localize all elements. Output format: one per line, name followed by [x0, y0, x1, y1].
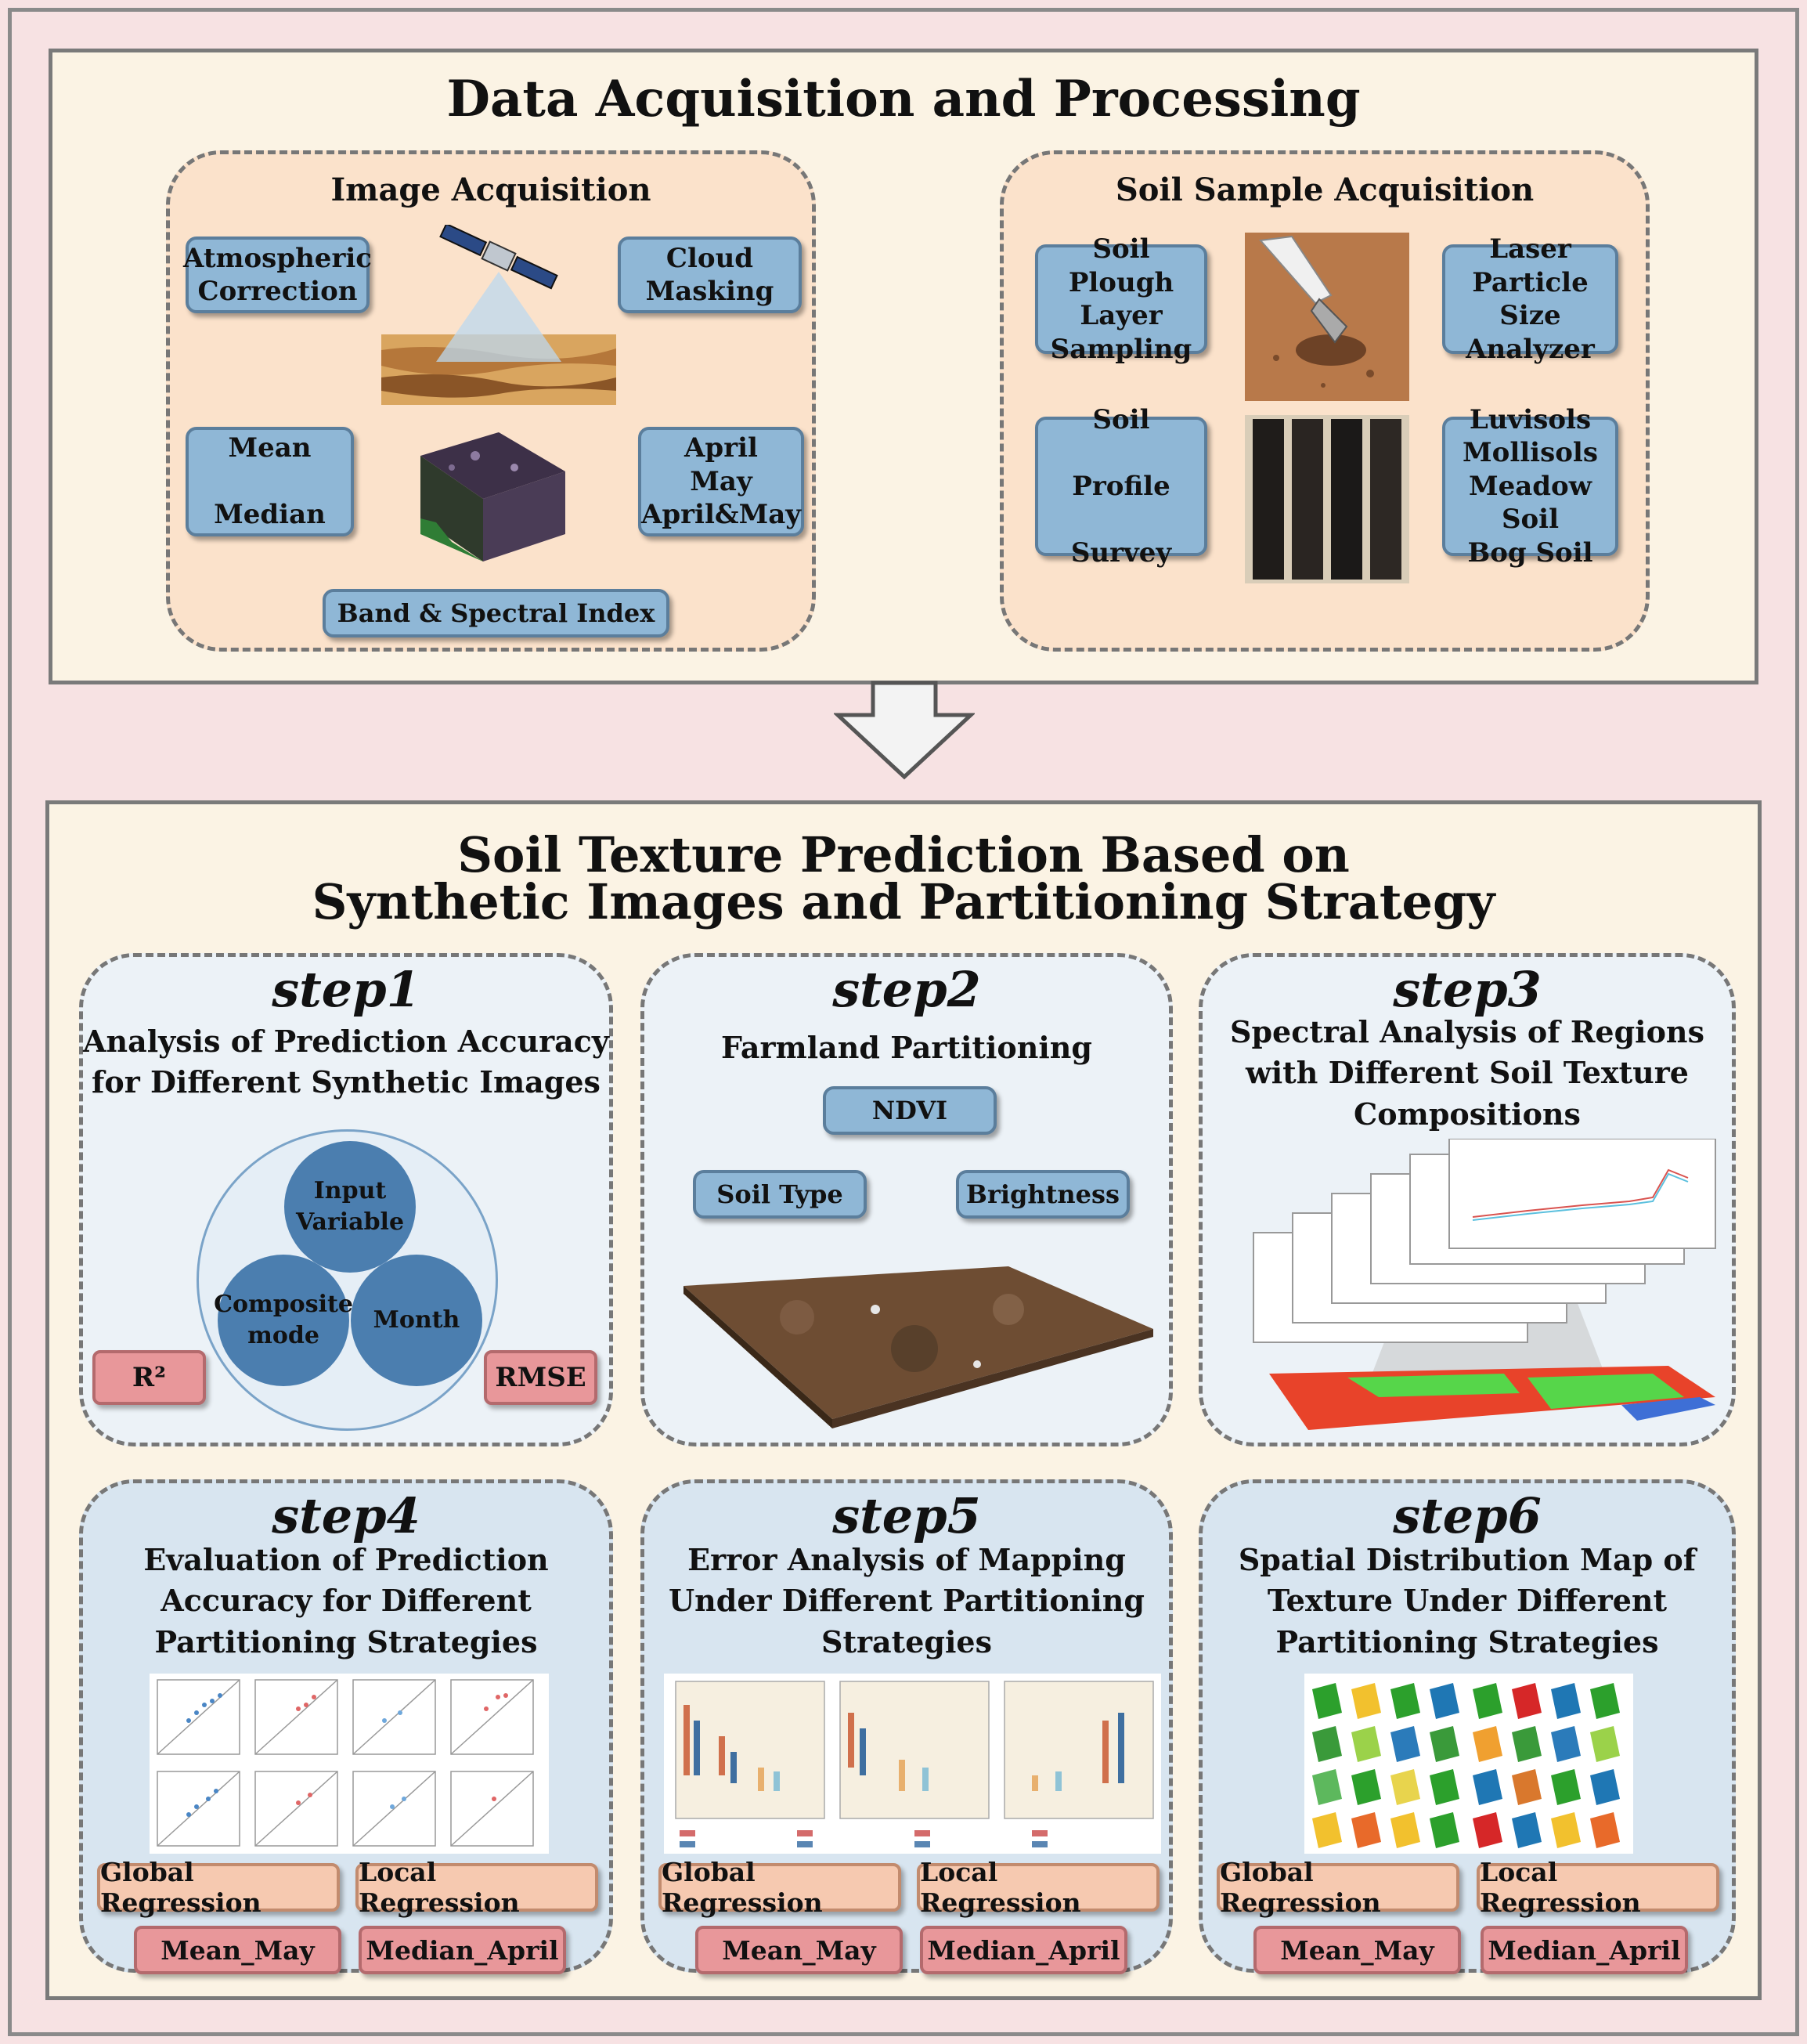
step5-local-regression-box: Local Regression [917, 1857, 1160, 1918]
step6-group: step6 Spatial Distribution Map of Textur… [1199, 1479, 1736, 1974]
image-acquisition-group: Image Acquisition Atmospheric Correction… [166, 150, 816, 652]
soil-sample-acquisition-title: Soil Sample Acquisition [1115, 172, 1535, 208]
satellite-illustration [381, 225, 616, 405]
step2-title: Farmland Partitioning [720, 1030, 1093, 1065]
soil-sampling-illustration [1245, 233, 1409, 401]
scatter-plots-grid [150, 1674, 549, 1854]
soil-sample-acquisition-group: Soil Sample Acquisition Soil Plough Laye… [1000, 150, 1650, 652]
step2-label: step2 [832, 961, 981, 1018]
prediction-title-line2: Synthetic Images and Partitioning Strate… [312, 873, 1495, 930]
step6-mean-may-box: Mean_May [1253, 1926, 1461, 1974]
terrain-cube-illustration [420, 432, 565, 562]
step6-local-regression-box: Local Regression [1477, 1857, 1719, 1918]
step3-label: step3 [1393, 961, 1542, 1018]
ndvi-box: NDVI [823, 1086, 997, 1135]
soil-plough-box: Soil Plough Layer Sampling [1035, 233, 1207, 365]
step3-group: step3 Spectral Analysis of Regions with … [1199, 953, 1736, 1446]
soil-type-box: Soil Type [693, 1170, 867, 1219]
soil-profile-box: Soil Profile Survey [1035, 404, 1207, 569]
laser-analyzer-box: Laser Particle Size Analyzer [1442, 233, 1618, 365]
outer-border [8, 8, 1799, 2036]
step1-group: step1 Analysis of Prediction Accuracy fo… [79, 953, 613, 1446]
step4-mean-may-box: Mean_May [134, 1926, 341, 1974]
rmse-box: RMSE [484, 1350, 597, 1405]
prediction-panel: Soil Texture Prediction Based on Synthet… [45, 800, 1762, 2000]
step5-global-regression-box: Global Regression [658, 1857, 901, 1918]
step1-label: step1 [272, 961, 420, 1018]
band-spectral-index-box: Band & Spectral Index [323, 589, 669, 637]
soil-types-box: Luvisols Mollisols Meadow Soil Bog Soil [1442, 404, 1618, 569]
step6-global-regression-box: Global Regression [1217, 1857, 1459, 1918]
step4-global-regression-box: Global Regression [97, 1857, 340, 1918]
farmland-3d-map [683, 1266, 1153, 1428]
step4-local-regression-box: Local Regression [355, 1857, 598, 1918]
texture-maps-grid [1304, 1674, 1633, 1854]
cloud-masking-box: Cloud Masking [618, 237, 802, 313]
step3-title: Spectral Analysis of Regions with Differ… [1230, 1014, 1704, 1132]
month-circle: Month [351, 1255, 482, 1386]
mean-median-box: Mean Median [186, 427, 354, 536]
step4-median-april-box: Median_April [359, 1926, 566, 1974]
r2-box: R² [92, 1350, 206, 1405]
step4-group: step4 Evaluation of Prediction Accuracy … [79, 1479, 613, 1974]
error-boxplots [664, 1674, 1161, 1854]
step6-median-april-box: Median_April [1481, 1926, 1688, 1974]
step6-title: Spatial Distribution Map of Texture Unde… [1238, 1542, 1697, 1659]
atmospheric-correction-box: Atmospheric Correction [183, 237, 372, 313]
input-variable-circle: Input Variable [284, 1141, 416, 1273]
step5-median-april-box: Median_April [920, 1926, 1127, 1974]
step1-title: Analysis of Prediction Accuracy for Diff… [83, 1024, 609, 1100]
step5-label: step5 [832, 1487, 981, 1544]
brightness-box: Brightness [956, 1170, 1130, 1219]
step6-label: step6 [1393, 1487, 1542, 1544]
step5-group: step5 Error Analysis of Mapping Under Di… [640, 1479, 1173, 1974]
step4-title: Evaluation of Prediction Accuracy for Di… [143, 1542, 549, 1659]
soil-profile-illustration [1245, 415, 1409, 583]
step5-title: Error Analysis of Mapping Under Differen… [669, 1542, 1145, 1659]
image-acquisition-title: Image Acquisition [330, 172, 651, 208]
panel-title: Data Acquisition and Processing [446, 70, 1361, 128]
spectral-curves-stack [1253, 1139, 1716, 1430]
prediction-title-line1: Soil Texture Prediction Based on [457, 826, 1350, 883]
step4-label: step4 [272, 1487, 420, 1544]
data-acquisition-panel: Data Acquisition and Processing Image Ac… [49, 49, 1758, 684]
step2-group: step2 Farmland Partitioning NDVI Soil Ty… [640, 953, 1173, 1446]
months-box: April May April&May [638, 427, 804, 536]
step5-mean-may-box: Mean_May [695, 1926, 903, 1974]
composite-mode-circle: Composite mode [214, 1255, 353, 1386]
down-arrow-icon [834, 681, 975, 780]
